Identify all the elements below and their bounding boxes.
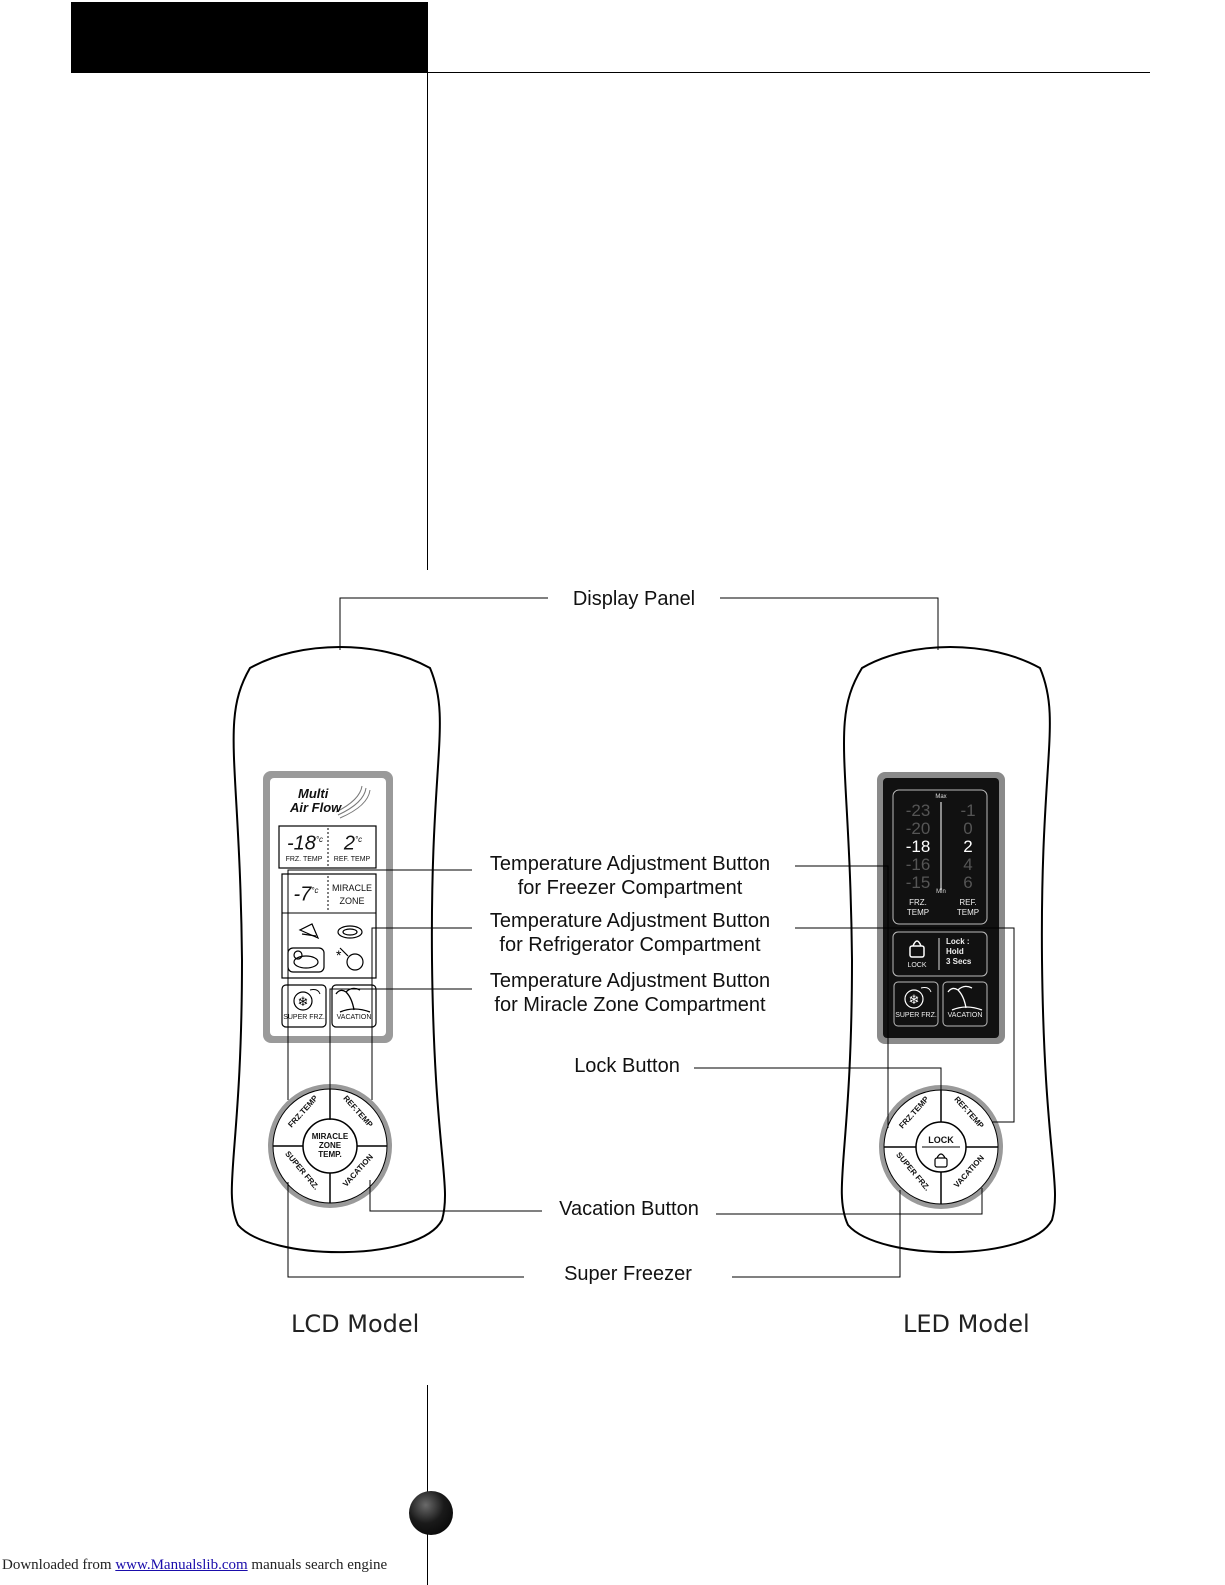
snowflake-icon — [904, 989, 924, 1009]
lcd-miracle-label: MIRACLE ZONE — [331, 883, 372, 906]
header-rule — [428, 72, 1150, 73]
led-ref-scale: -1 0 2 4 6 — [960, 801, 976, 892]
callout-freezer-button: Temperature Adjustment Button for Freeze… — [489, 853, 771, 899]
leader-lines — [287, 597, 1015, 1278]
palm-tree-icon — [947, 985, 983, 1011]
lcd-miracle-zone-button[interactable]: MIRACLE ZONE TEMP. — [311, 1132, 349, 1159]
led-control-dial — [879, 1085, 1003, 1209]
callout-display-panel: Display Panel — [572, 588, 696, 610]
callout-miracle-zone-button: Temperature Adjustment Button for Miracl… — [489, 970, 771, 1016]
led-lock-label: LOCK — [907, 962, 927, 969]
lcd-ref-label: REF. TEMP — [333, 856, 371, 863]
manualslib-link[interactable]: www.Manualslib.com — [115, 1557, 248, 1573]
led-lock-hint: Lock : Hold 3 Secs — [946, 937, 972, 966]
margin-rule-top — [427, 72, 428, 570]
led-ref-label: REF. TEMP — [956, 898, 980, 917]
callout-refrigerator-button: Temperature Adjustment Button for Refrig… — [489, 910, 771, 956]
callout-lock-button: Lock Button — [574, 1055, 680, 1077]
svg-text:❄: ❄ — [909, 992, 920, 1007]
lcd-miracle-value: -7°c — [293, 883, 319, 906]
margin-rule-bottom — [427, 1385, 428, 1585]
led-max-label: Max — [935, 794, 947, 800]
lcd-vacation-indicator — [331, 984, 377, 1028]
lcd-model-label: LCD Model — [291, 1310, 420, 1338]
lcd-super-frz-label: SUPER FRZ. — [283, 1014, 325, 1021]
led-super-frz-label: SUPER FRZ. — [895, 1012, 937, 1019]
led-model-label: LED Model — [903, 1310, 1030, 1338]
led-frz-scale: -23 -20 -18 -16 -15 — [905, 801, 931, 892]
food-icons: * — [287, 923, 364, 973]
led-frz-label: FRZ. TEMP — [906, 898, 930, 917]
lock-icon — [909, 940, 925, 958]
download-footer: Downloaded from www.Manualslib.com manua… — [2, 1557, 388, 1573]
lcd-frz-label: FRZ. TEMP — [285, 856, 323, 863]
led-lock-button[interactable]: LOCK — [928, 1135, 954, 1145]
lcd-logo: Multi Air Flow — [290, 786, 342, 815]
lcd-ref-value: 2°c — [343, 832, 363, 855]
snowflake-icon — [293, 991, 313, 1011]
led-min-label: Min — [936, 889, 946, 895]
led-vacation-label: VACATION — [947, 1012, 983, 1019]
callout-super-freezer: Super Freezer — [564, 1263, 692, 1285]
callout-vacation-button: Vacation Button — [559, 1198, 699, 1220]
chapter-header-block — [71, 2, 428, 73]
page-marker — [409, 1491, 453, 1535]
lcd-control-dial — [268, 1084, 392, 1208]
lcd-vacation-label: VACATION — [336, 1014, 372, 1021]
svg-text:❄: ❄ — [298, 994, 309, 1009]
airflow-logo-swoosh — [335, 785, 371, 819]
svg-text:*: * — [336, 947, 342, 963]
lcd-frz-value: -18°c — [286, 832, 324, 855]
